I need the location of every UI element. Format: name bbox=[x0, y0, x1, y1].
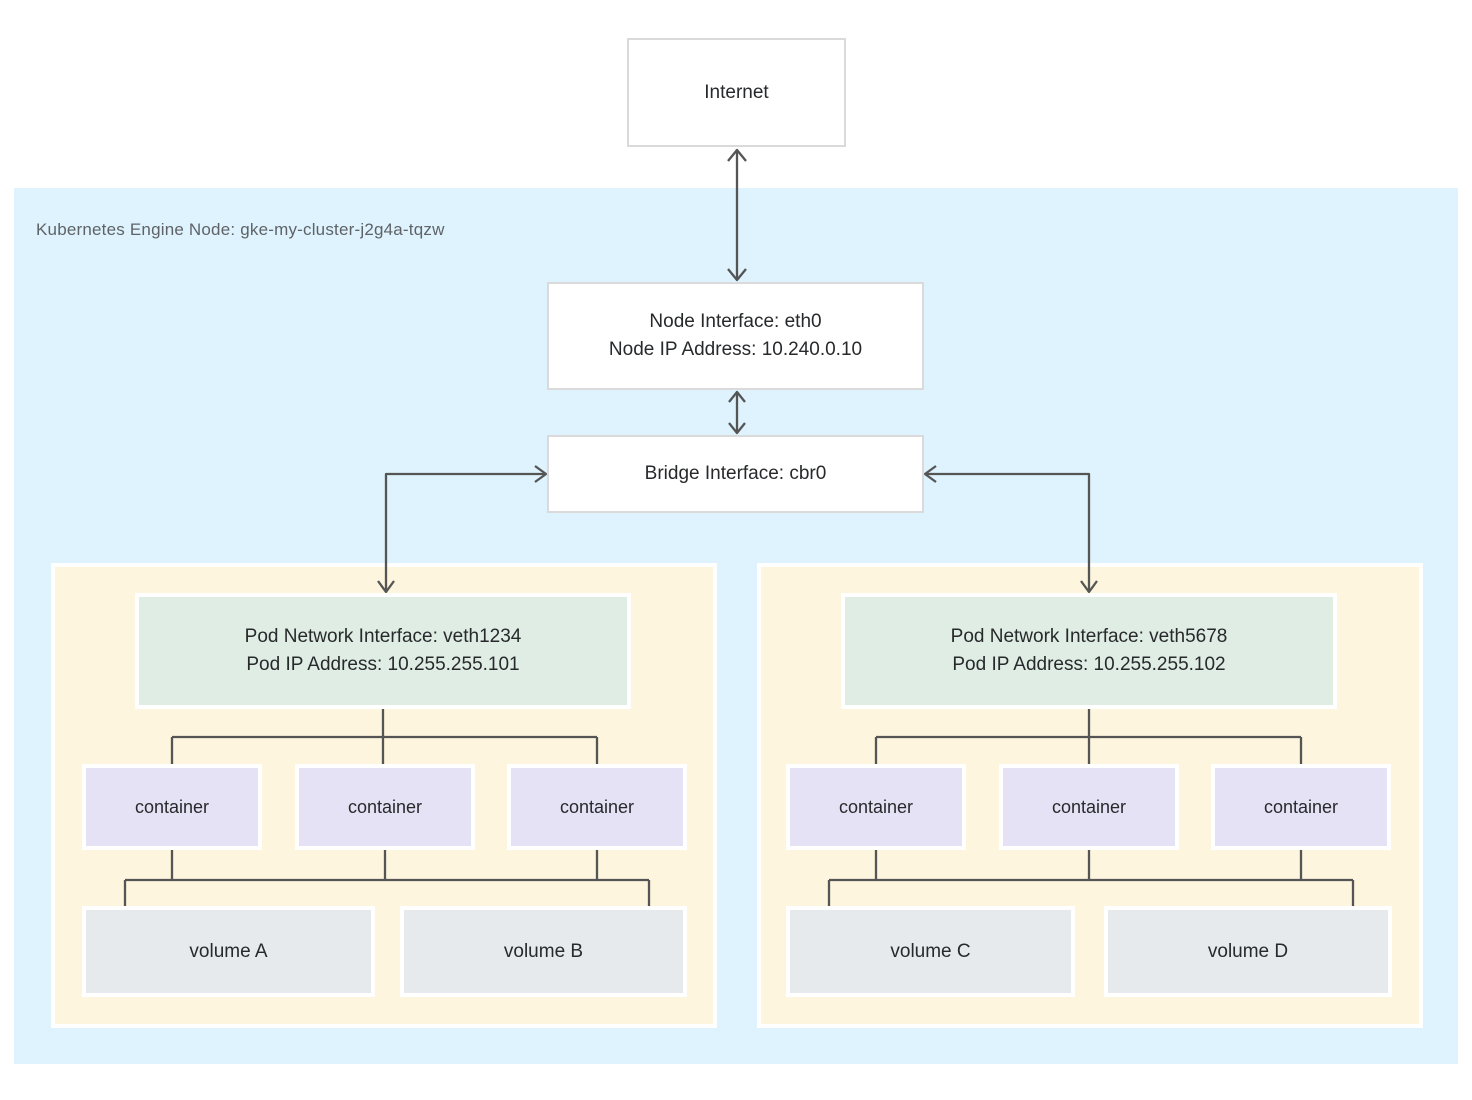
container-label: container bbox=[347, 797, 423, 817]
volume-label: volume C bbox=[890, 940, 971, 962]
container-label: container bbox=[838, 797, 914, 817]
pod2-ip-label: Pod IP Address: 10.255.255.102 bbox=[952, 654, 1226, 675]
pod2-network-interface-label: Pod Network Interface: veth5678 bbox=[950, 626, 1228, 647]
container-label: container bbox=[1263, 797, 1339, 817]
pod2-volume-d-box: volume D bbox=[1104, 906, 1392, 997]
internet-label: Internet bbox=[704, 81, 769, 103]
pod2-container-1-box: container bbox=[786, 764, 966, 850]
pod2-volume-c-box: volume C bbox=[786, 906, 1075, 997]
pod1-volume-b-box: volume B bbox=[400, 906, 687, 997]
arrowhead-up-icon bbox=[727, 148, 747, 162]
container-label: container bbox=[559, 797, 635, 817]
pod1-volume-a-box: volume A bbox=[82, 906, 375, 997]
volume-label: volume A bbox=[189, 940, 268, 962]
node-interface-label: Node Interface: eth0 bbox=[649, 311, 822, 332]
pod1-container-3-box: container bbox=[507, 764, 687, 850]
pod2-network-interface-box: Pod Network Interface: veth5678 Pod IP A… bbox=[841, 593, 1337, 709]
pod2-container-2-box: container bbox=[999, 764, 1179, 850]
node-interface-box: Node Interface: eth0 Node IP Address: 10… bbox=[547, 282, 924, 390]
container-label: container bbox=[134, 797, 210, 817]
pod1-container-2-box: container bbox=[295, 764, 475, 850]
internet-box: Internet bbox=[627, 38, 846, 147]
pod1-network-interface-box: Pod Network Interface: veth1234 Pod IP A… bbox=[135, 593, 631, 709]
volume-label: volume B bbox=[503, 940, 584, 962]
bridge-interface-box: Bridge Interface: cbr0 bbox=[547, 435, 924, 513]
pod1-network-interface-label: Pod Network Interface: veth1234 bbox=[244, 626, 522, 647]
pod1-ip-label: Pod IP Address: 10.255.255.101 bbox=[246, 654, 520, 675]
container-label: container bbox=[1051, 797, 1127, 817]
volume-label: volume D bbox=[1207, 940, 1289, 962]
bridge-interface-label: Bridge Interface: cbr0 bbox=[644, 463, 827, 484]
pod1-container-1-box: container bbox=[82, 764, 262, 850]
gke-node-region-label: Kubernetes Engine Node: gke-my-cluster-j… bbox=[36, 220, 445, 239]
pod2-container-3-box: container bbox=[1211, 764, 1391, 850]
node-ip-label: Node IP Address: 10.240.0.10 bbox=[608, 339, 863, 360]
